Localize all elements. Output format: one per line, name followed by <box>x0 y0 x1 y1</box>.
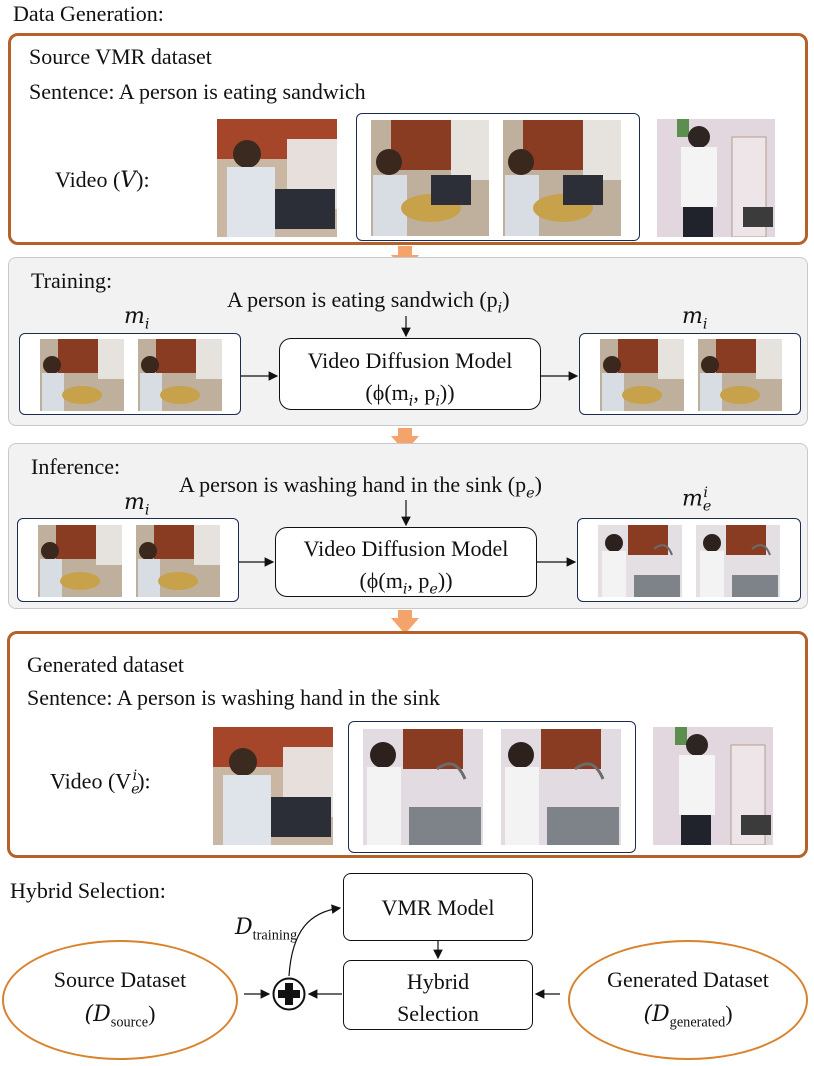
hybrid-arrows <box>244 904 560 999</box>
training-label: Training: <box>31 268 113 293</box>
training-prompt: A person is eating sandwich (pi) <box>227 287 510 317</box>
training-output-frame-2 <box>698 339 782 411</box>
inference-label: Inference: <box>31 454 121 479</box>
generated-dataset-ellipse-symbol: (Dgenerated) <box>643 1001 733 1031</box>
source-video-frame-3 <box>503 120 621 236</box>
training-input-label: mi <box>124 304 150 333</box>
hybrid-selection-line2: Selection <box>397 1001 479 1026</box>
training-model-title: Video Diffusion Model <box>307 348 513 373</box>
inference-output-label: mei <box>682 485 712 515</box>
inference-arrows <box>239 500 577 567</box>
generated-video-frame-1 <box>213 727 333 845</box>
inference-model-formula: (ϕ(mi, pe)) <box>359 568 453 598</box>
source-video-frame-4 <box>657 119 775 237</box>
inference-input-frame-1 <box>38 525 122 597</box>
training-input-frame-2 <box>138 339 222 411</box>
training-output-frame-1 <box>600 339 684 411</box>
hybrid-selection-line1: Hybrid <box>406 969 470 994</box>
source-dataset-ellipse-title: Source Dataset <box>53 967 187 992</box>
generated-dataset-ellipse-title: Generated Dataset <box>607 967 769 992</box>
source-dataset-ellipse-symbol: (Dsource) <box>84 1001 156 1031</box>
source-video-label: Video (V): <box>55 167 150 193</box>
training-input-clip <box>19 333 241 415</box>
source-highlighted-frames <box>356 113 640 241</box>
generated-video-frame-4 <box>653 727 773 845</box>
training-output-clip <box>579 333 801 415</box>
generated-video-frame-3 <box>501 729 621 845</box>
source-video-frame-2 <box>371 120 489 236</box>
down-arrow-2 <box>391 428 419 452</box>
inference-panel: Inference: A person is washing hand in t… <box>8 443 808 609</box>
generated-highlighted-frames <box>348 721 636 853</box>
training-diffusion-model-box: Video Diffusion Model (ϕ(mi, pi)) <box>279 338 541 410</box>
source-video-frame-1 <box>217 119 337 237</box>
generated-dataset-ellipse: Generated Dataset (Dgenerated) <box>568 940 808 1060</box>
inference-output-frame-2 <box>696 525 780 597</box>
training-output-label: mi <box>682 304 708 333</box>
source-sentence: Sentence: A person is eating sandwich <box>29 79 366 104</box>
source-dataset-title: Source VMR dataset <box>29 44 212 69</box>
data-generation-label: Data Generation: <box>13 1 164 26</box>
generated-video-frame-2 <box>363 729 483 845</box>
inference-diffusion-model-box: Video Diffusion Model (ϕ(mi, pe)) <box>275 527 537 597</box>
generated-sentence: Sentence: A person is washing hand in th… <box>27 685 441 710</box>
source-dataset-ellipse: Source Dataset (Dsource) <box>2 940 238 1060</box>
training-model-formula: (ϕ(mi, pi)) <box>365 380 455 410</box>
hybrid-selection-box: Hybrid Selection <box>343 960 533 1030</box>
plus-combine-icon <box>272 977 306 1011</box>
vmr-model-box: VMR Model <box>343 873 533 941</box>
source-dataset-box: Source VMR dataset Sentence: A person is… <box>8 33 808 245</box>
training-arrows <box>241 316 579 381</box>
generated-dataset-box: Generated dataset Sentence: A person is … <box>7 631 808 858</box>
inference-model-title: Video Diffusion Model <box>303 536 509 561</box>
inference-output-frame-1 <box>598 525 682 597</box>
hybrid-selection-label: Hybrid Selection: <box>10 878 166 903</box>
down-arrow-3 <box>391 610 419 634</box>
training-input-frame-1 <box>40 339 124 411</box>
inference-prompt: A person is washing hand in the sink (pe… <box>179 472 542 502</box>
generated-video-label: Video (Vei): <box>50 768 151 798</box>
inference-input-clip <box>17 518 239 602</box>
d-training-label: Dtraining <box>235 915 298 944</box>
training-panel: Training: A person is eating sandwich (p… <box>8 257 808 426</box>
inference-output-clip <box>577 518 801 602</box>
inference-input-label: mi <box>124 490 150 519</box>
generated-dataset-title: Generated dataset <box>27 652 184 677</box>
inference-input-frame-2 <box>136 525 220 597</box>
